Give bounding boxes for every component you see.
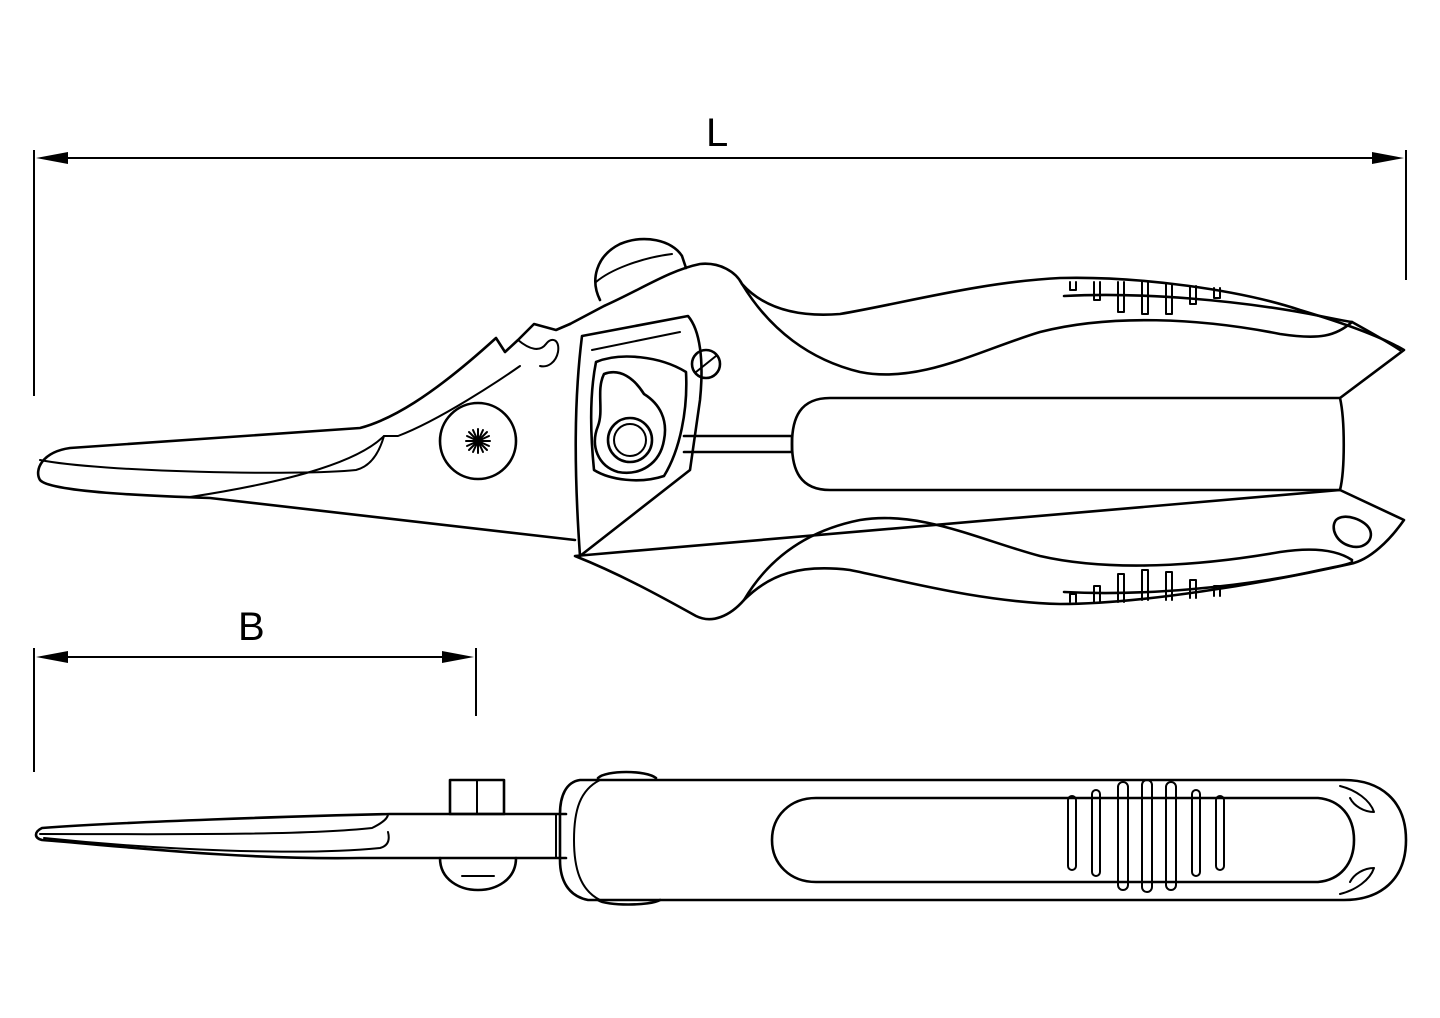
dimension-b: B [33,605,477,772]
top-blade-edge-lower [43,831,390,853]
arrowhead-l-left [36,152,68,164]
top-view [34,770,1408,906]
lock-cam-ring [606,416,654,464]
upper-grip-ribs [1069,281,1221,315]
lower-blade-edge [39,435,385,474]
lower-grip-ribs [1069,569,1221,603]
lock-cam [593,371,667,475]
upper-handle-inner [740,282,1402,376]
bottom-knob [596,898,662,906]
spring-bar [682,434,794,454]
handle-slot [790,396,1346,492]
lanyard-hole [1332,515,1373,549]
dimension-label-b: B [238,605,265,649]
dimension-label-l: L [706,111,728,155]
pivot-bolt-head [438,856,518,892]
handle-grip-panel [770,796,1356,884]
lower-blade-bevel [189,365,521,498]
arrowhead-b-left [36,651,68,663]
pivot-bolt [438,401,518,481]
lock-window [589,355,688,482]
handle-end-cap-bottom [1339,867,1375,895]
head-cover-plate [574,314,703,558]
dimension-l: L [33,111,1407,396]
upper-blade-outline [36,322,577,542]
lock-cam-ring-inner [613,423,647,457]
lower-grip-edge [1062,560,1354,595]
pivot-star-icon [465,428,491,454]
arrowhead-b-right [442,651,474,663]
handle-body-inner [573,779,601,901]
lock-knob-face [595,253,673,283]
lock-knob [594,237,688,302]
handle-end-cap-top [1339,785,1375,813]
top-blade [34,812,568,860]
top-knob [596,770,658,780]
small-screw [690,348,722,380]
arrowhead-l-right [1372,152,1404,164]
handle-body [558,778,1408,902]
top-blade-edge [39,813,389,836]
head-cover-inner [591,331,681,351]
small-screw-slot [695,355,717,373]
side-view [36,237,1406,621]
handle-grip-slots [1067,779,1225,893]
upper-grip-edge [1062,293,1354,324]
lower-handle-inner [742,516,1354,602]
blade-notch [517,338,560,368]
